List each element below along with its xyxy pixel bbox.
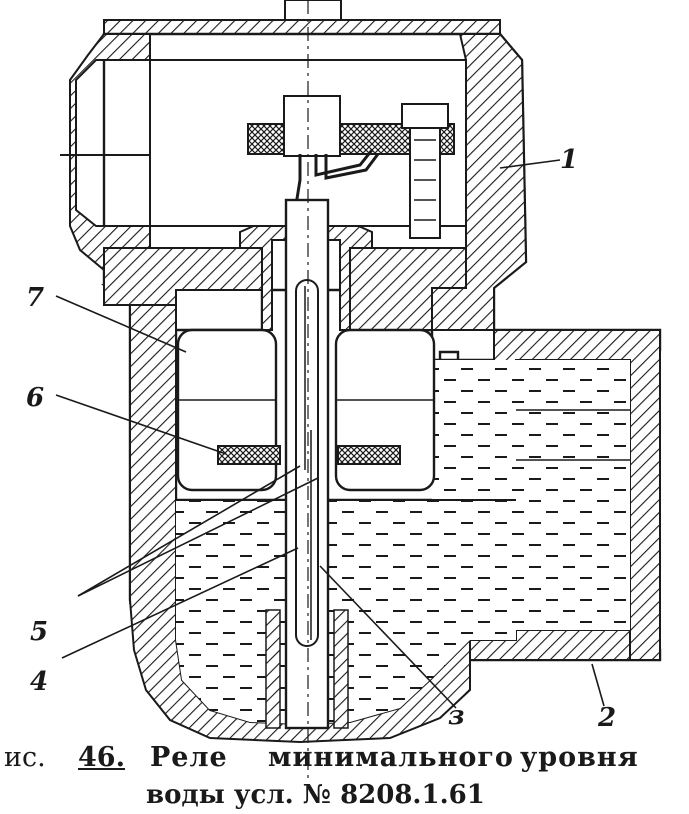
caption-line-1: ис. 46. Реле минимального уровня	[0, 742, 689, 776]
label-5: 5	[30, 617, 48, 647]
leader-lines	[55, 159, 605, 709]
caption-line-2: воды усл. № 8208.1.61	[146, 780, 485, 810]
label-3: з	[448, 701, 465, 731]
label-2: 2	[597, 703, 616, 733]
terminal-block	[247, 95, 455, 239]
caption-prefix: ис.	[4, 742, 46, 773]
label-4: 4	[30, 667, 48, 697]
caption-word-2: минимального	[268, 742, 514, 773]
label-1: 1	[560, 145, 578, 175]
reed-switch	[295, 279, 319, 647]
label-7: 7	[26, 283, 44, 313]
label-6: 6	[26, 383, 44, 413]
caption-word-3: уровня	[520, 742, 639, 773]
caption-word-1: Реле	[150, 742, 228, 773]
top-cover	[103, 0, 501, 35]
figure-number: 46.	[78, 742, 125, 773]
magnet-ring-left	[217, 445, 281, 465]
magnet-ring-right	[337, 445, 401, 465]
